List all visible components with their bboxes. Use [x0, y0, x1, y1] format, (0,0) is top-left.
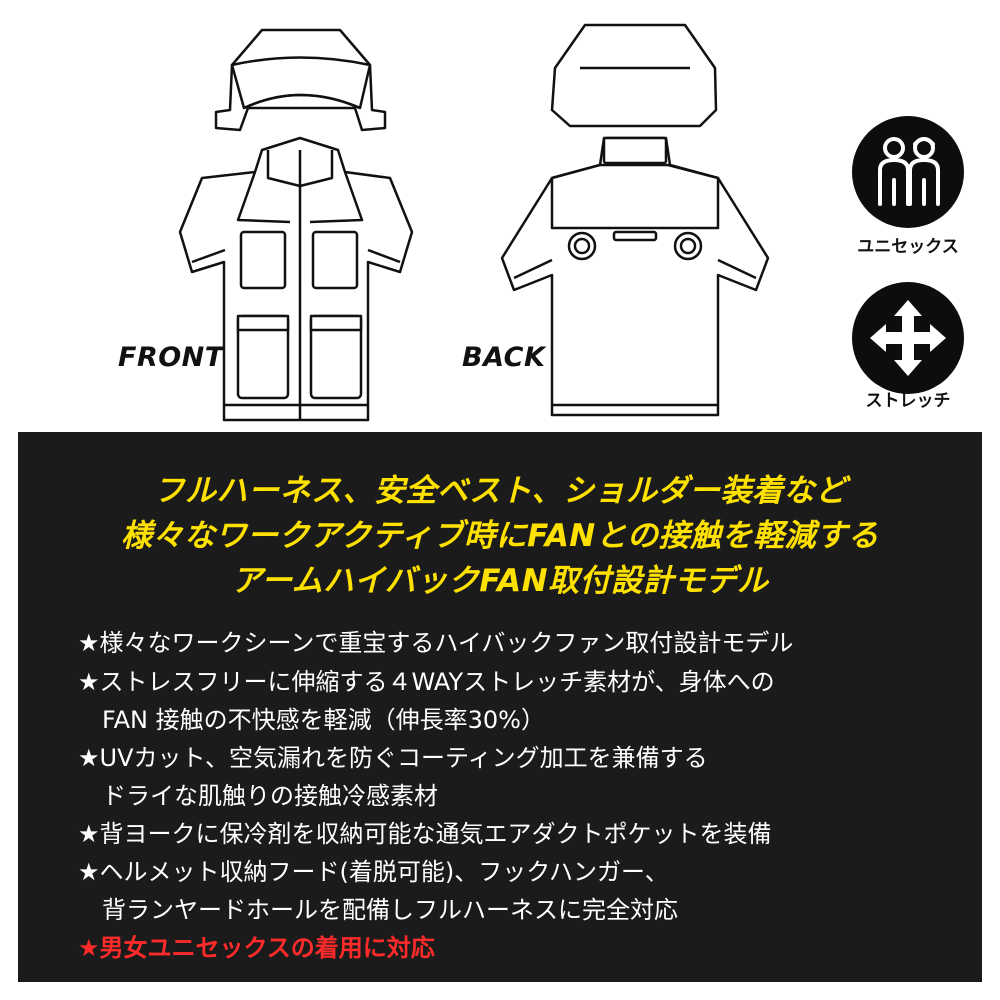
feature-item: ドライな肌触りの接触冷感素材	[78, 782, 438, 810]
feature-item: ★ヘルメット収納フード(着脱可能)、フックハンガー、	[78, 858, 669, 886]
jacket-back-illustration	[500, 23, 770, 417]
highlight-item: ★男女ユニセックスの着用に対応	[78, 934, 435, 962]
headline-line-1: フルハーネス、安全ベスト、ショルダー装着など	[153, 473, 847, 509]
headline-line-3: アームハイバックFAN取付設計モデル	[231, 563, 769, 599]
stretch-arrows-icon	[870, 300, 946, 376]
product-illustration-area: FRONT BACK ユニセックス ストレッチ	[0, 0, 1000, 432]
front-label: FRONT	[118, 342, 224, 373]
stretch-label: ストレッチ	[865, 391, 951, 411]
feature-panel: フルハーネス、安全ベスト、ショルダー装着など 様々なワークアクティブ時にFANと…	[18, 432, 982, 982]
back-label: BACK	[462, 342, 546, 373]
feature-item: ★ストレスフリーに伸縮する４WAYストレッチ素材が、身体への	[78, 668, 775, 696]
unisex-badge	[852, 116, 964, 228]
feature-item: 背ランヤードホールを配備しフルハーネスに完全対応	[78, 896, 678, 924]
feature-item: ★UVカット、空気漏れを防ぐコーティング加工を兼備する	[78, 744, 708, 772]
feature-item: ★背ヨークに保冷剤を収納可能な通気エアダクトポケットを装備	[78, 820, 772, 848]
headline-line-2: 様々なワークアクティブ時にFANとの接触を軽減する	[121, 518, 879, 554]
jacket-front-illustration	[178, 28, 414, 422]
feature-item: FAN 接触の不快感を軽減（伸長率30%）	[78, 706, 545, 734]
unisex-label: ユニセックス	[857, 237, 959, 257]
feature-item: ★様々なワークシーンで重宝するハイバックファン取付設計モデル	[78, 629, 794, 657]
unisex-people-icon	[878, 137, 940, 206]
stretch-badge	[852, 282, 964, 394]
